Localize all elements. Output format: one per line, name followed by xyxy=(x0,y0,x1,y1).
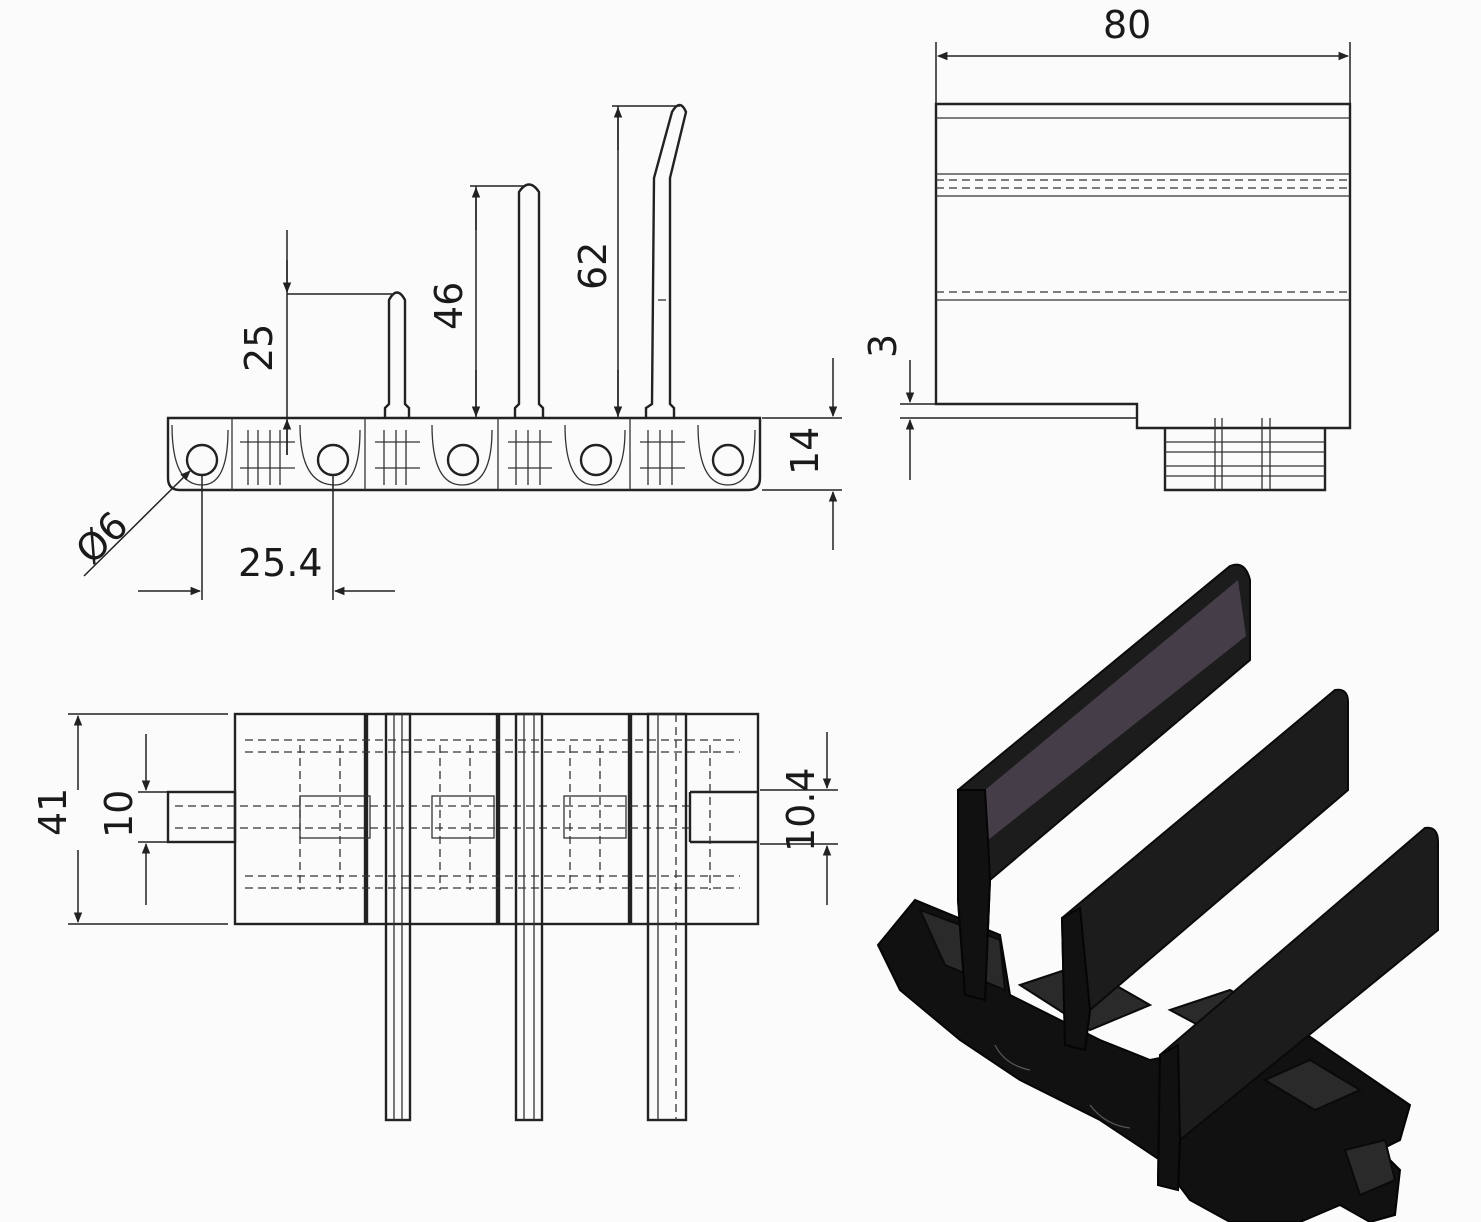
dim-10-4-label: 10.4 xyxy=(779,767,823,852)
dim-41-label: 41 xyxy=(31,788,75,836)
dim-80-label: 80 xyxy=(1103,3,1151,47)
top-view: 41 10 10.4 xyxy=(31,712,838,1122)
dim-14-label: 14 xyxy=(783,427,827,475)
dim-3-label: 3 xyxy=(861,334,905,358)
front-view: 25 46 62 14 25.4 Ø6 xyxy=(67,103,842,600)
dim-10-label: 10 xyxy=(97,790,141,838)
side-view: 80 3 xyxy=(861,3,1352,492)
isometric-view xyxy=(876,563,1439,1222)
dim-62-label: 62 xyxy=(571,242,615,290)
dim-46-label: 46 xyxy=(427,282,471,330)
dim-diameter-label: Ø6 xyxy=(67,503,136,572)
dim-25-4-label: 25.4 xyxy=(238,541,323,585)
dim-25-label: 25 xyxy=(237,324,281,372)
